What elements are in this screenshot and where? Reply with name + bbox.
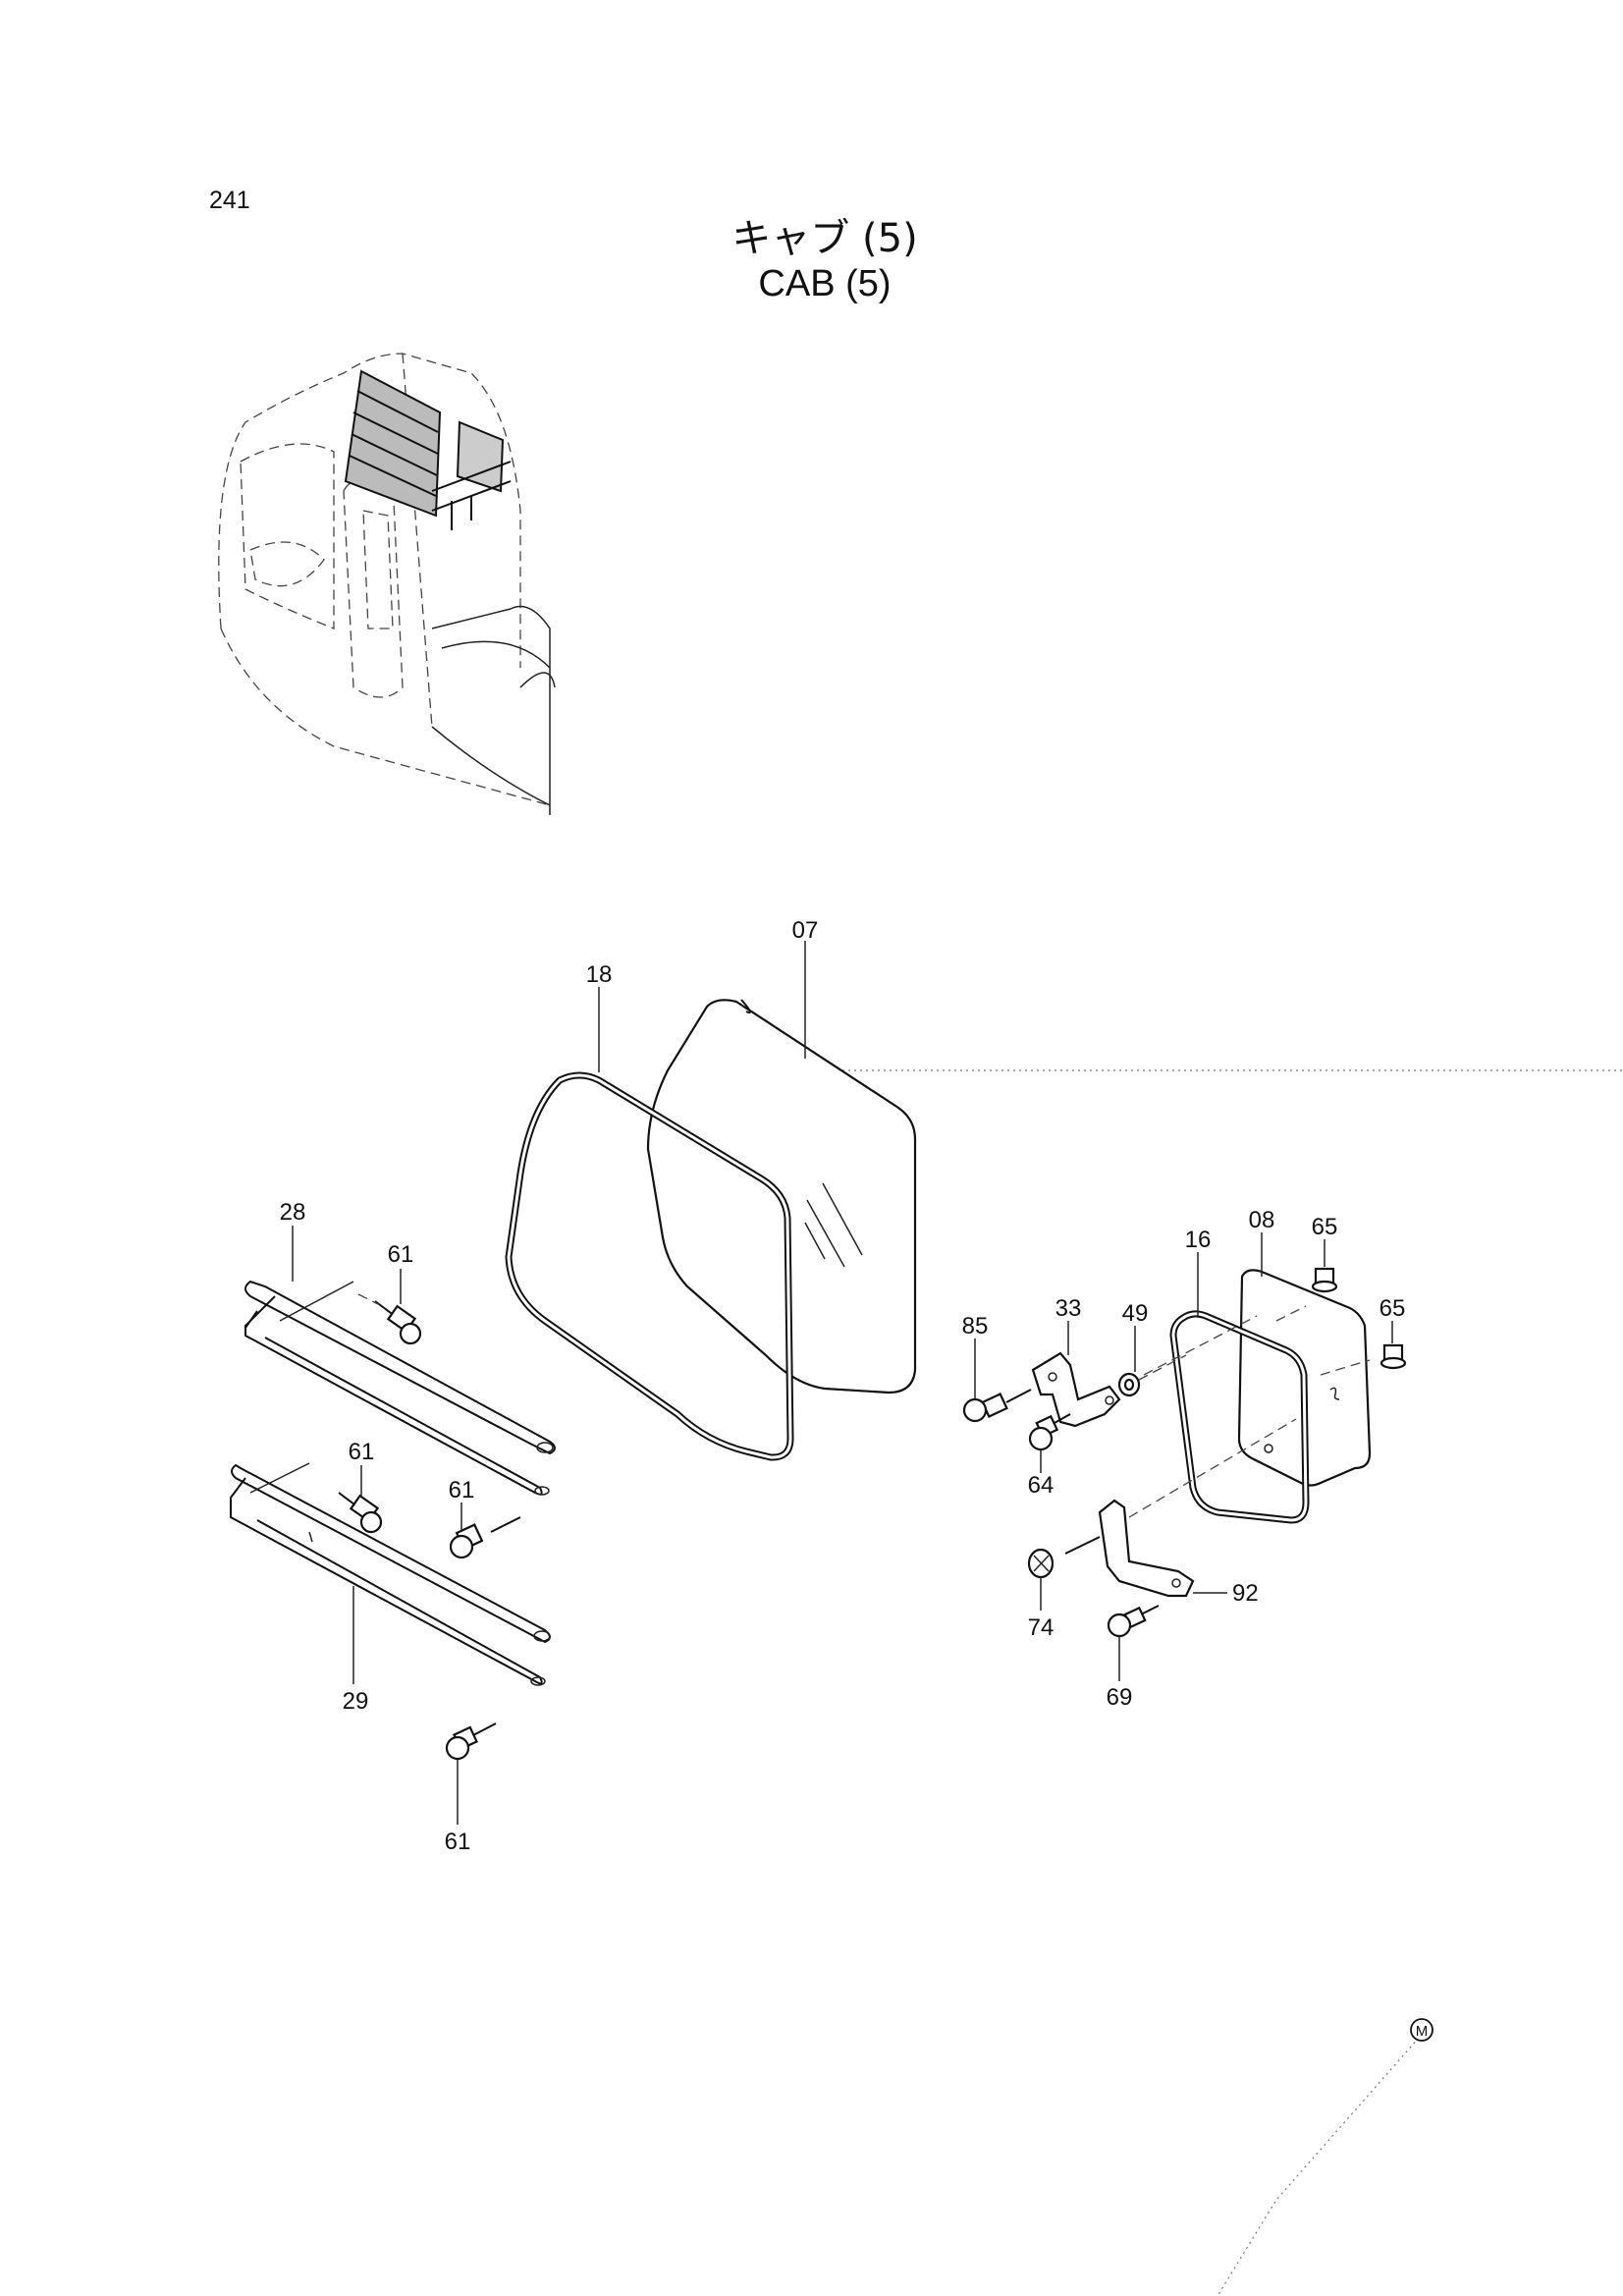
callout-29: 29 (343, 1688, 369, 1715)
title-english: CAB (5) (758, 263, 892, 304)
callout-16: 16 (1185, 1227, 1212, 1253)
bolt-61d (445, 1722, 497, 1761)
callout-69: 69 (1107, 1684, 1133, 1711)
callout-18: 18 (586, 961, 613, 988)
rail-28 (244, 1280, 556, 1496)
bolt-61b (338, 1492, 383, 1534)
nut-65a (1311, 1267, 1338, 1293)
bolt-61a (357, 1293, 422, 1345)
callout-74: 74 (1028, 1614, 1055, 1641)
bolt-61c (449, 1516, 521, 1559)
nut-65b (1380, 1343, 1407, 1370)
callout-28: 28 (280, 1199, 306, 1226)
callout-61-c: 61 (449, 1477, 475, 1503)
callout-leaders (292, 941, 1393, 1825)
title-japanese: キャブ (5) (731, 216, 918, 261)
page-number: 241 (209, 187, 250, 214)
callout-08: 08 (1249, 1207, 1275, 1233)
screw-74 (1027, 1536, 1101, 1579)
callout-07: 07 (792, 917, 819, 944)
marker-m: M (1410, 2018, 1434, 2042)
bolt-64 (1028, 1413, 1071, 1451)
callout-64: 64 (1028, 1472, 1055, 1499)
callout-65-b: 65 (1380, 1295, 1406, 1322)
callout-49: 49 (1122, 1300, 1149, 1327)
bolt-69 (1107, 1605, 1160, 1638)
callout-92: 92 (1232, 1580, 1259, 1607)
callout-61-b: 61 (349, 1439, 375, 1465)
leader-marker (1217, 2037, 1420, 2296)
callout-61-a: 61 (388, 1241, 414, 1268)
bracket-92 (1098, 1499, 1195, 1598)
cab-overview-illustration (218, 353, 556, 815)
callout-85: 85 (962, 1313, 989, 1339)
callout-65-a: 65 (1312, 1214, 1338, 1240)
marker-m-label: M (1416, 2023, 1429, 2040)
callout-61-d: 61 (445, 1829, 471, 1855)
glass-reflection-lines (804, 1182, 863, 1268)
callout-33: 33 (1055, 1295, 1082, 1322)
bolt-85 (962, 1389, 1032, 1423)
bracket-33 (1031, 1351, 1121, 1428)
rail-29 (230, 1462, 551, 1686)
